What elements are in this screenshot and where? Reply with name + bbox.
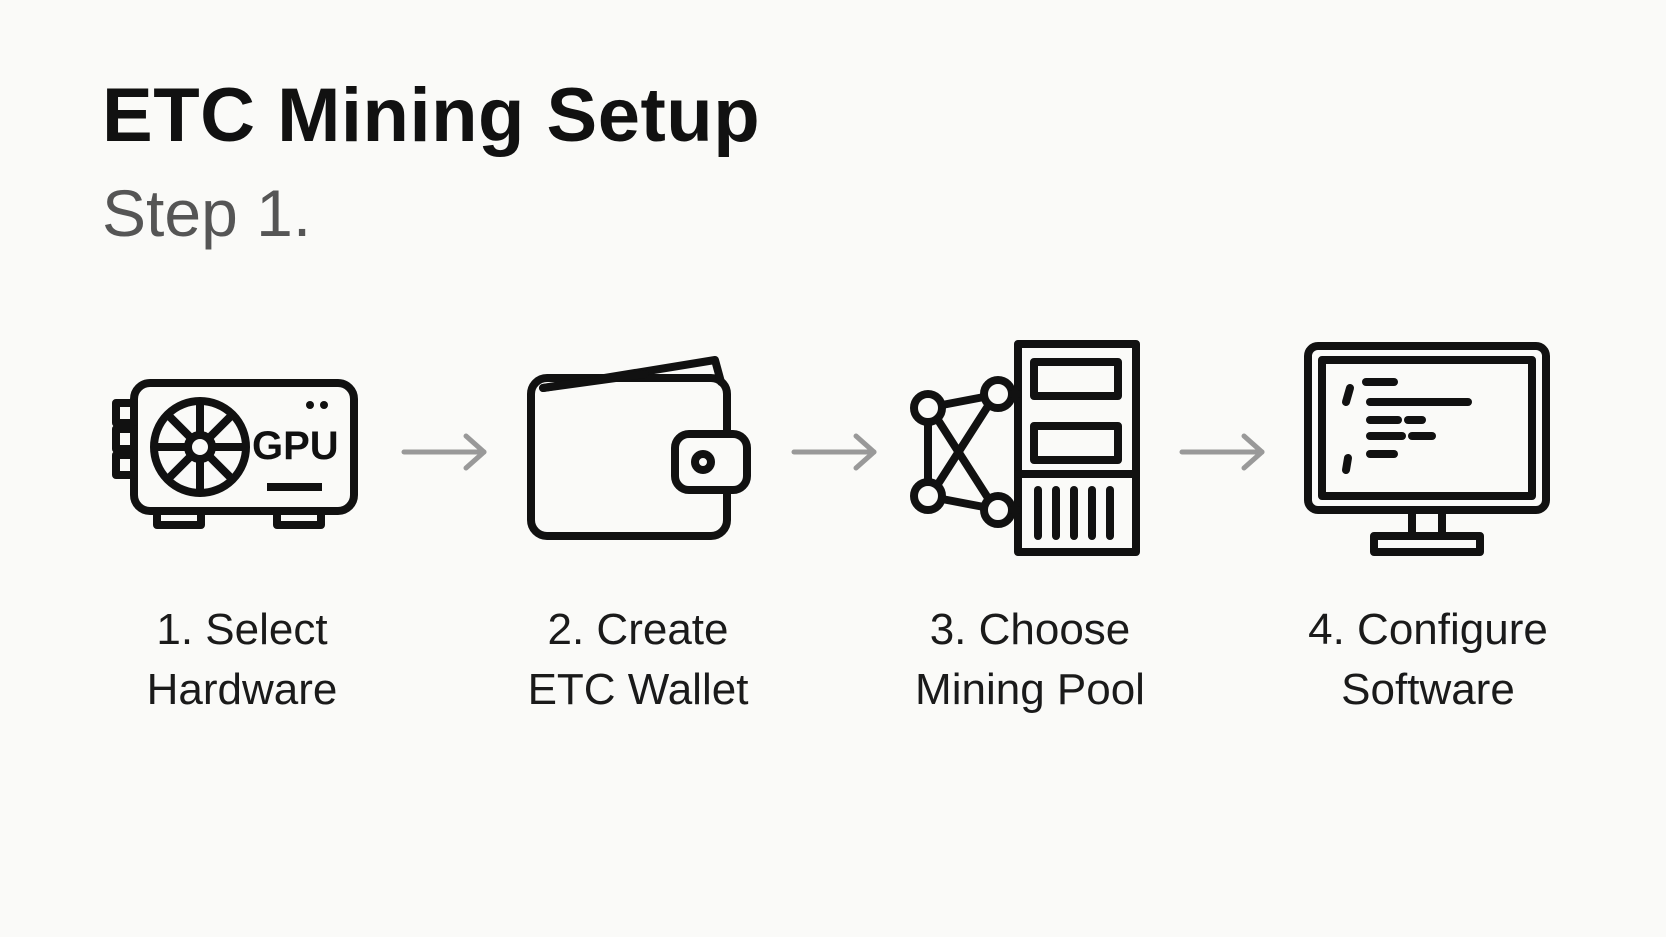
page-subtitle: Step 1. — [102, 176, 312, 250]
step-label-line: 3. Choose — [929, 605, 1131, 654]
step-label-configure-software: 4. Configure Software — [1268, 600, 1588, 720]
arrow-right-icon — [1179, 433, 1265, 471]
gpu-icon: GPU — [112, 379, 358, 529]
arrow-right-icon — [791, 433, 877, 471]
step-label-create-wallet: 2. Create ETC Wallet — [478, 600, 798, 720]
step-label-line: Software — [1341, 665, 1515, 714]
network-server-icon — [910, 340, 1140, 556]
monitor-code-icon — [1304, 342, 1550, 556]
step-label-select-hardware: 1. Select Hardware — [82, 600, 402, 720]
step-label-line: Hardware — [146, 665, 338, 714]
wallet-icon — [527, 356, 751, 540]
page-title: ETC Mining Setup — [102, 73, 761, 158]
step-label-line: 1. Select — [156, 605, 328, 654]
step-label-line: Mining Pool — [915, 665, 1145, 714]
arrow-right-icon — [401, 433, 487, 471]
step-label-choose-pool: 3. Choose Mining Pool — [870, 600, 1190, 720]
step-label-line: ETC Wallet — [527, 665, 749, 714]
step-label-line: 2. Create — [547, 605, 729, 654]
gpu-icon-label: GPU — [252, 424, 339, 468]
step-label-line: 4. Configure — [1308, 605, 1548, 654]
